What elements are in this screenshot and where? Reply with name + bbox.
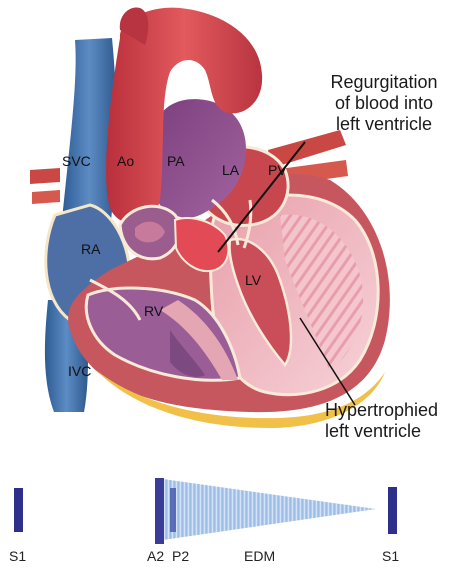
label-a2: A2 [147,548,164,564]
label-edm: EDM [244,548,275,564]
regurgitation-line-3: left ventricle [309,114,459,135]
label-pv: PV [268,162,287,178]
regurgitation-line-2: of blood into [309,93,459,114]
hypertrophy-annotation: Hypertrophied left ventricle [325,400,459,442]
label-svc: SVC [62,153,91,169]
s1-first-marker [14,488,23,532]
hypertrophy-line-2: left ventricle [325,421,459,442]
a2-marker [155,478,164,544]
label-ao: Ao [117,153,134,169]
regurgitation-annotation: Regurgitation of blood into left ventric… [309,72,459,135]
label-ra: RA [81,241,101,257]
label-ivc: IVC [68,363,91,379]
label-lv: LV [245,272,262,288]
label-rv: RV [144,303,164,319]
label-s1-first: S1 [9,548,26,564]
left-vessel-stubs [30,168,60,204]
phonocardiogram [14,478,397,544]
label-s1-second: S1 [382,548,399,564]
label-la: LA [222,162,240,178]
edm-murmur-shape [163,479,376,540]
label-pa: PA [167,153,185,169]
regurgitation-line-1: Regurgitation [309,72,459,93]
s1-second-marker [388,487,397,534]
label-p2: P2 [172,548,189,564]
hypertrophy-line-1: Hypertrophied [325,400,459,421]
p2-marker [170,488,176,532]
